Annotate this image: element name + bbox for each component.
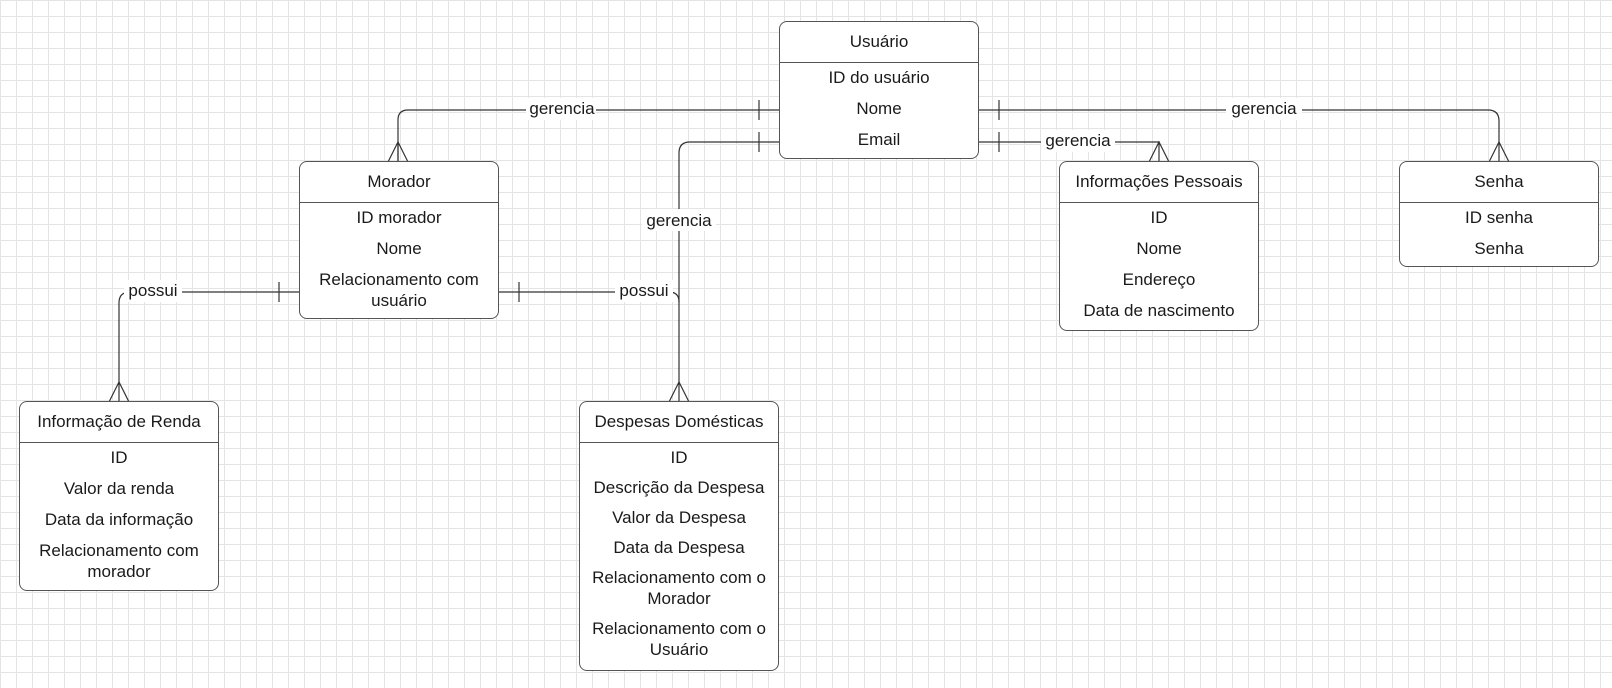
entity-informacao-renda[interactable]: Informação de Renda ID Valor da renda Da…: [19, 401, 219, 591]
attribute: ID: [110, 448, 128, 467]
attribute: Data da Despesa: [613, 538, 745, 557]
attribute: ID: [1150, 208, 1168, 227]
edge-usuario-info[interactable]: gerencia: [979, 130, 1170, 163]
edge-label-gerencia: gerencia: [1231, 99, 1297, 118]
edge-label-gerencia: gerencia: [529, 99, 595, 118]
attribute: Valor da renda: [63, 479, 175, 498]
entity-usuario[interactable]: Usuário ID do usuário Nome Email: [779, 21, 979, 159]
attribute: Relacionamento com o Usuário: [592, 619, 766, 659]
attribute: Nome: [856, 99, 902, 118]
edge-morador-renda[interactable]: possui: [108, 280, 299, 403]
attribute: Descrição da Despesa: [593, 478, 765, 497]
attribute: Data de nascimento: [1083, 301, 1235, 320]
entity-morador[interactable]: Morador ID morador Nome Relacionamento c…: [299, 161, 499, 319]
attribute: ID do usuário: [828, 68, 930, 87]
edge-usuario-morador[interactable]: gerencia: [387, 98, 779, 163]
attribute: Data da informação: [44, 510, 194, 529]
attribute: Relacionamento com o Morador: [592, 568, 766, 608]
attribute: ID morador: [356, 208, 442, 227]
attribute: Nome: [376, 239, 422, 258]
entity-senha[interactable]: Senha ID senha Senha: [1399, 161, 1599, 267]
attribute: Email: [857, 130, 901, 149]
entity-title: Morador: [300, 162, 498, 203]
edge-usuario-senha[interactable]: gerencia: [979, 98, 1510, 163]
edge-label-gerencia: gerencia: [646, 211, 712, 230]
entity-title: Despesas Domésticas: [580, 402, 778, 443]
edge-morador-despesas[interactable]: possui: [499, 280, 680, 303]
attribute: ID senha: [1464, 208, 1534, 227]
entity-despesas-domesticas[interactable]: Despesas Domésticas ID Descrição da Desp…: [579, 401, 779, 671]
entity-title: Informações Pessoais: [1060, 162, 1258, 203]
attribute: ID: [670, 448, 688, 467]
edge-label-gerencia: gerencia: [1045, 131, 1111, 150]
entity-title: Usuário: [780, 22, 978, 63]
edge-label-possui: possui: [619, 281, 668, 300]
entity-title: Senha: [1400, 162, 1598, 203]
attribute: Relacionamento com usuário: [319, 270, 479, 310]
attribute: Endereço: [1122, 270, 1196, 289]
edge-usuario-despesas[interactable]: gerencia: [642, 132, 779, 403]
entity-informacoes-pessoais[interactable]: Informações Pessoais ID Nome Endereço Da…: [1059, 161, 1259, 331]
attribute: Valor da Despesa: [612, 508, 746, 527]
attribute: Nome: [1136, 239, 1182, 258]
attribute: Relacionamento com morador: [39, 541, 199, 581]
attribute: Senha: [1474, 239, 1524, 258]
edge-label-possui: possui: [128, 281, 177, 300]
entity-title: Informação de Renda: [20, 402, 218, 443]
